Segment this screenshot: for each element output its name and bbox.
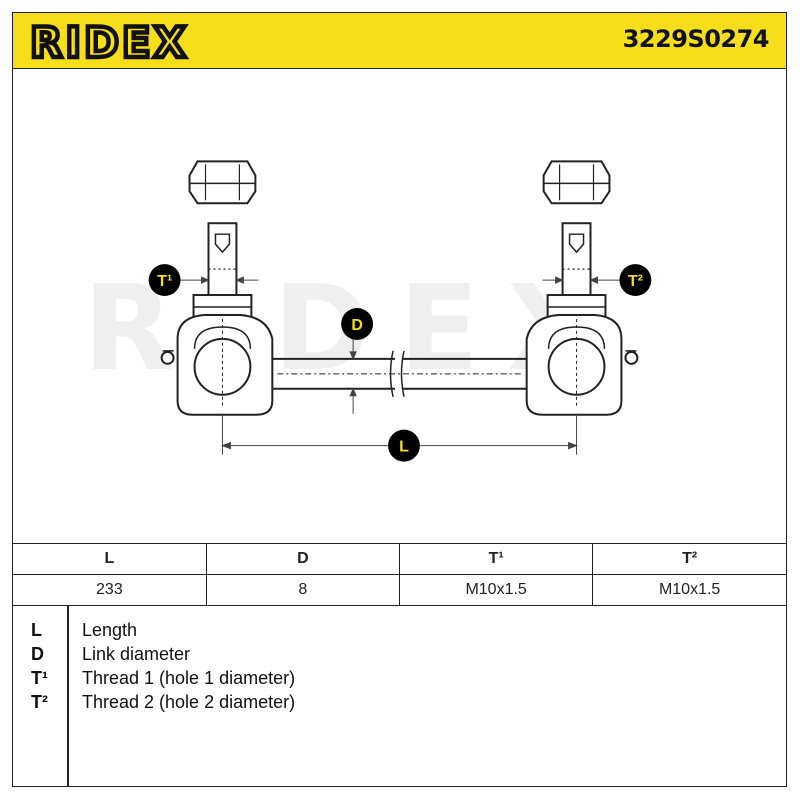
spec-header-row: L D T¹ T²	[13, 543, 786, 575]
spec-table: L D T¹ T² 233 8 M10x1.5 M10x1.5	[13, 543, 786, 606]
header-bar: RIDEX 3229S0274	[13, 13, 786, 69]
legend-text: Length	[82, 620, 138, 640]
badge-t2: T²	[619, 264, 652, 297]
part-number: 3229S0274	[622, 25, 770, 53]
badge-t1-label: T¹	[157, 273, 172, 290]
spec-header-t2: T²	[592, 543, 786, 575]
spec-value-l: 233	[13, 574, 207, 606]
spec-value-t1: M10x1.5	[398, 574, 593, 606]
right-stud	[561, 222, 592, 297]
logo-text: RIDEX	[30, 21, 189, 63]
right-joint	[525, 160, 639, 416]
link-rod	[272, 350, 527, 397]
legend-text: Thread 1 (hole 1 diameter)	[82, 668, 296, 688]
badge-t1: T¹	[148, 264, 181, 297]
spec-header-l: L	[13, 543, 207, 575]
left-collar	[192, 294, 253, 318]
spec-value-row: 233 8 M10x1.5 M10x1.5	[13, 574, 786, 606]
right-nut	[542, 160, 611, 205]
technical-drawing: RIDEX	[83, 160, 652, 462]
legend-text: Thread 2 (hole 2 diameter)	[82, 692, 296, 712]
spec-header-d: D	[205, 543, 400, 575]
left-joint	[160, 160, 274, 416]
spec-value-d: 8	[205, 574, 400, 606]
right-collar	[546, 294, 607, 318]
legend-symbol: T²	[31, 692, 48, 712]
product-sheet: RIDEX 3229S0274 RIDEX	[12, 12, 787, 787]
spec-value-t2: M10x1.5	[592, 574, 786, 606]
badge-d-label: D	[351, 317, 363, 334]
legend: L Length D Link diameter T¹ Thread 1 (ho…	[13, 606, 786, 786]
badge-t2-label: T²	[628, 273, 643, 290]
stabilizer-link	[160, 160, 639, 416]
legend-symbol: D	[31, 644, 44, 664]
badge-l-label: L	[399, 439, 409, 456]
left-nut	[188, 160, 257, 205]
ridex-logo: RIDEX	[30, 21, 189, 63]
badge-l: L	[388, 429, 420, 462]
legend-symbol: L	[31, 620, 42, 640]
legend-symbol: T¹	[31, 668, 48, 688]
legend-divider	[67, 606, 69, 786]
badge-d: D	[341, 307, 374, 340]
spec-header-t1: T¹	[398, 543, 593, 575]
legend-text: Link diameter	[82, 644, 191, 664]
